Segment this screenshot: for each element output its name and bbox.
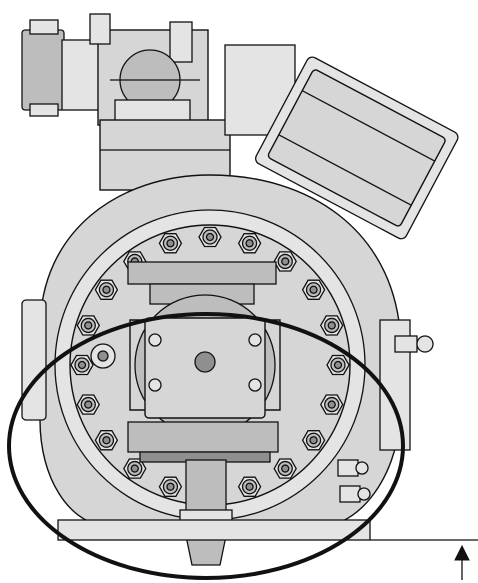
flange-bolt xyxy=(94,430,119,451)
flange-bolt xyxy=(237,233,262,254)
highlight-ellipse xyxy=(7,312,405,580)
flange-bolt xyxy=(326,354,350,376)
flange-bolt xyxy=(237,476,262,497)
flange-bolt xyxy=(273,458,297,479)
central-valve xyxy=(127,261,281,463)
flange-bolt xyxy=(76,315,101,336)
right-fittings xyxy=(337,335,434,503)
flange-bolt xyxy=(301,279,326,300)
flange-bolt xyxy=(94,279,119,300)
top-left-valve-block xyxy=(21,13,209,131)
flange-bolt xyxy=(301,430,326,451)
flange-bolt xyxy=(158,476,183,497)
left-fitting xyxy=(90,343,116,369)
flange-bolt xyxy=(76,394,101,415)
flange-bolt xyxy=(158,233,183,254)
flange-bolt xyxy=(273,251,297,272)
valve-centre-hole xyxy=(194,351,216,373)
discharge-stem xyxy=(179,459,233,566)
dimension-arrow xyxy=(454,544,470,580)
base-plate xyxy=(57,519,478,541)
flange-bolt xyxy=(198,226,222,248)
flange-bolt xyxy=(70,354,94,376)
flange-bolt xyxy=(319,394,344,415)
terminal-box xyxy=(255,56,459,240)
flange-bolt xyxy=(319,315,344,336)
